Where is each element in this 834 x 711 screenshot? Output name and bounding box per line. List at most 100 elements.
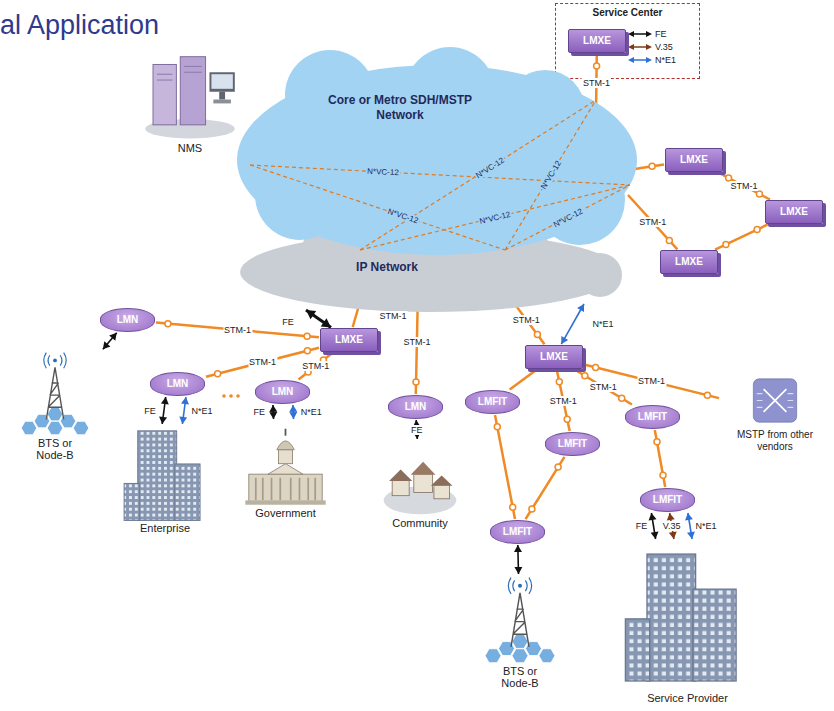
node-text: LMN [161,378,194,390]
connector [299,353,333,380]
node-text: LMXE [331,334,367,346]
node-text: LMN [111,314,144,326]
arrow-head [161,397,169,404]
node-text: LMFIT [636,411,669,423]
connector-line [655,430,665,487]
arrow-head [577,304,584,312]
page-title: al Application [0,10,159,41]
edge-label: STM-1 [637,376,666,386]
community-illustration [360,440,480,517]
site-icon: MSTP from other vendors [720,372,830,452]
node-text: NMS [178,142,202,155]
edge-label: STM-1 [512,315,541,325]
arrow-head [179,417,187,424]
port-marker [619,395,625,401]
arrow-head [687,532,695,540]
lmxe-device: LMXE [525,345,583,369]
connector [718,173,770,200]
connector [649,513,659,539]
edge-label: FE [410,425,424,435]
arrow-head [514,567,522,574]
access-device: LMN [100,308,155,332]
port-marker [582,373,588,379]
site-icon: BTS or Node-B [5,350,105,462]
node-text: IP Network [342,260,432,275]
edge-label: STM-1 [379,311,408,321]
site-icon: Community [360,440,480,530]
connector [103,333,117,349]
node-text: BTS or Node-B [489,665,551,690]
edge-label: FE [635,521,649,531]
connector [584,364,719,398]
port-marker [534,332,540,338]
node-text: Service Center [556,7,699,18]
lmxe-device: LMXE [765,200,823,224]
port-marker [510,504,516,510]
node-text: LMN [399,401,432,413]
connector [494,415,515,519]
nms-illustration [120,45,260,142]
edge-label: FE [253,407,267,417]
cloud-shape [235,45,640,260]
port-marker [756,191,762,197]
connector [510,370,537,390]
network-cloud: Core or Metro SDH/MSTP Network [235,45,640,260]
access-device: LMN [150,372,205,396]
edge-label: STM-1 [248,357,277,367]
node-text: Government [255,507,316,520]
arrow-head [514,545,522,552]
gov-illustration [228,420,343,507]
port-marker [304,348,310,354]
port-marker [304,333,310,339]
edge-label: STM-1 [638,217,667,227]
arrow-head [181,397,189,404]
tower-illustration [5,350,105,437]
arrow-head [561,336,568,344]
sp-illustration [620,540,755,692]
connector [715,224,768,249]
tower-illustration [470,575,570,665]
node-text: LMXE [579,35,615,47]
arrow-head [669,532,677,540]
port-marker [649,163,655,169]
arrow-head [269,412,277,419]
connector-line [510,370,537,390]
port-marker [555,464,561,470]
signal-label: FE [655,29,667,39]
lmxe-device: LMXE [660,250,718,274]
port-marker [704,392,710,398]
edge-label: STM-1 [589,382,618,392]
node-text: LMXE [671,256,707,268]
access-device: LMFIT [625,405,680,429]
connector-line [299,353,333,380]
site-icon: NMS [120,45,260,155]
node-text: MSTP from other vendors [725,429,825,452]
edge-label: STM-1 [549,396,578,406]
edge-label: STM-1 [223,325,252,335]
edge-label: FE [143,406,157,416]
building-illustration [110,425,220,522]
port-marker [723,241,729,247]
node-text: BTS or Node-B [24,437,86,462]
connector [179,397,189,424]
node-text: LMXE [676,154,712,166]
port-marker [660,472,666,478]
port-marker [529,506,535,512]
signal-label: N*E1 [655,55,676,65]
port-marker [556,379,562,385]
connector [159,397,169,424]
connector [306,310,331,327]
access-device: LMFIT [465,390,520,414]
node-text: LMXE [536,351,572,363]
edge-label: STM-1 [730,181,759,191]
node-text: LMFIT [556,438,589,450]
arrow-head [109,333,117,341]
signal-label: V.35 [655,42,673,52]
access-device: LMN [255,380,310,404]
connector-line [103,333,117,349]
arrow-head [321,318,331,327]
port-marker [593,364,599,370]
edge-label: V.35 [662,521,682,531]
node-text: Core or Metro SDH/MSTP Network [320,93,480,123]
node-text: Community [392,517,448,530]
